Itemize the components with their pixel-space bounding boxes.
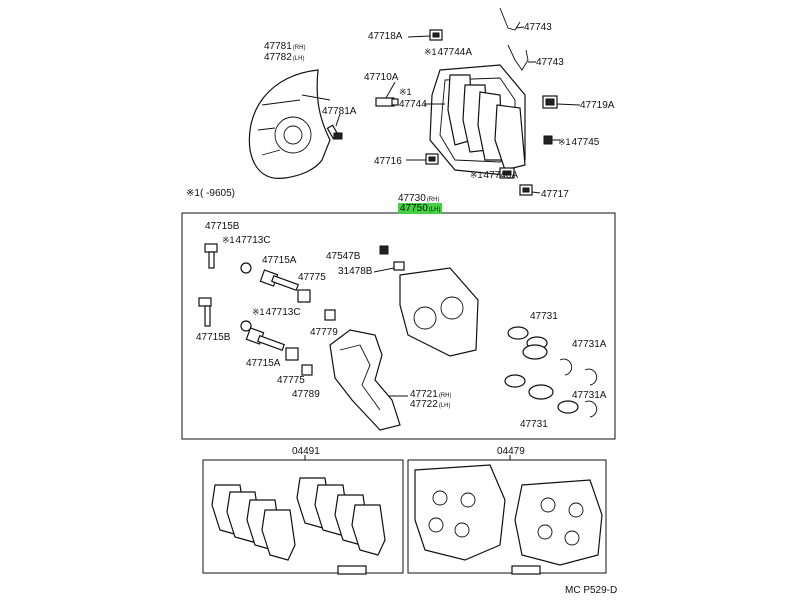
bushing-47789 bbox=[301, 364, 313, 376]
label-47715A-top: 47715A bbox=[262, 255, 297, 266]
seal-47731A-top bbox=[559, 358, 598, 386]
upper-pads bbox=[447, 74, 526, 171]
label-47781A: 47781A bbox=[322, 106, 357, 117]
pad-kit-frame bbox=[202, 459, 404, 574]
caliper-cylinder-47730 bbox=[399, 267, 479, 357]
label-47716: 47716 bbox=[374, 156, 402, 167]
clip-47719A bbox=[542, 95, 558, 109]
bolt-47715B-top bbox=[204, 243, 218, 269]
label-47715B-top: 47715B bbox=[205, 221, 240, 232]
clip-47746A bbox=[499, 167, 515, 179]
washer-47713C-mid bbox=[240, 320, 252, 332]
clip-47717 bbox=[519, 184, 533, 196]
label-31478B: 31478B bbox=[338, 266, 373, 277]
label-47717: 47717 bbox=[541, 189, 569, 200]
label-47745: ※147745 bbox=[558, 137, 600, 148]
piston-set-47731-bot bbox=[504, 374, 579, 414]
label-47731A-top: 47731A bbox=[572, 339, 607, 350]
leader-47781A bbox=[335, 113, 341, 127]
label-47775-top: 47775 bbox=[298, 272, 326, 283]
label-47721: 47721(RH) bbox=[410, 389, 452, 400]
bolt-47715B-bot bbox=[198, 297, 212, 327]
leader-47719A bbox=[556, 103, 581, 106]
mounting-bracket-47721 bbox=[329, 329, 401, 431]
seal-47731A-bot bbox=[584, 400, 598, 418]
leader-47743-top bbox=[515, 26, 525, 29]
pin-47715A-top bbox=[259, 269, 300, 292]
label-47547B: 47547B bbox=[326, 251, 361, 262]
bushing-47779 bbox=[324, 309, 336, 321]
pad-kit-pin bbox=[337, 565, 367, 575]
leader-47717 bbox=[531, 191, 541, 194]
diagram-code: MC P529-D bbox=[565, 585, 618, 596]
disc-dust-cover bbox=[248, 69, 331, 179]
spring-47743-top bbox=[499, 7, 521, 31]
seal-kit-pin bbox=[511, 565, 541, 575]
label-47731-bot: 47731 bbox=[520, 419, 548, 430]
boot-47775-top bbox=[297, 289, 311, 303]
note-range: ※1( -9605) bbox=[186, 188, 235, 199]
leader-47710A bbox=[385, 81, 396, 99]
label-47779: 47779 bbox=[310, 327, 338, 338]
seal-kit-frame bbox=[407, 459, 607, 574]
leader-31478B bbox=[373, 267, 395, 273]
clip-47716 bbox=[425, 153, 439, 165]
label-47713C-mid: ※147713C bbox=[252, 307, 301, 318]
label-47775-bot: 47775 bbox=[277, 375, 305, 386]
label-47781: 47781(RH) bbox=[264, 41, 306, 52]
leader-47718A bbox=[407, 35, 431, 38]
label-04491: 04491 bbox=[292, 446, 320, 457]
spring-47743 bbox=[507, 44, 529, 71]
label-47715B-bot: 47715B bbox=[196, 332, 231, 343]
bolt-47547B bbox=[379, 245, 389, 255]
label-47746A: ※147746A bbox=[470, 170, 519, 181]
label-47713C-top: ※147713C bbox=[222, 235, 271, 246]
piston-set-47731-top bbox=[507, 326, 548, 360]
label-47744A: ※147744A bbox=[424, 47, 473, 58]
pad-kit-pads bbox=[211, 477, 386, 561]
label-47731-top: 47731 bbox=[530, 311, 558, 322]
bolt-47781A bbox=[326, 124, 343, 140]
label-47743: 47743 bbox=[536, 57, 564, 68]
cap-31478B bbox=[393, 261, 405, 271]
pin-47715A-bot bbox=[245, 327, 286, 352]
label-47743-top: 47743 bbox=[524, 22, 552, 33]
label-47731A-bot: 47731A bbox=[572, 390, 607, 401]
label-47782: 47782(LH) bbox=[264, 52, 305, 63]
pin-47745 bbox=[543, 135, 553, 145]
label-47710A: 47710A bbox=[364, 72, 399, 83]
label-04479: 04479 bbox=[497, 446, 525, 457]
label-47730: 47730(RH) bbox=[398, 193, 440, 204]
label-47719A: 47719A bbox=[580, 100, 615, 111]
leader-47781 bbox=[301, 94, 331, 101]
seal-kit-caliper bbox=[414, 464, 603, 566]
clip-47718A bbox=[429, 29, 443, 41]
label-47718A: 47718A bbox=[368, 31, 403, 42]
label-47715A-bot: 47715A bbox=[246, 358, 281, 369]
label-47750: 47750(LH) bbox=[398, 203, 443, 214]
label-47789: 47789 bbox=[292, 389, 320, 400]
washer-47713C-top bbox=[240, 262, 252, 274]
bolt-47710A bbox=[375, 97, 399, 107]
label-47722: 47722(LH) bbox=[410, 399, 451, 410]
boot-47775-bot bbox=[285, 347, 299, 361]
